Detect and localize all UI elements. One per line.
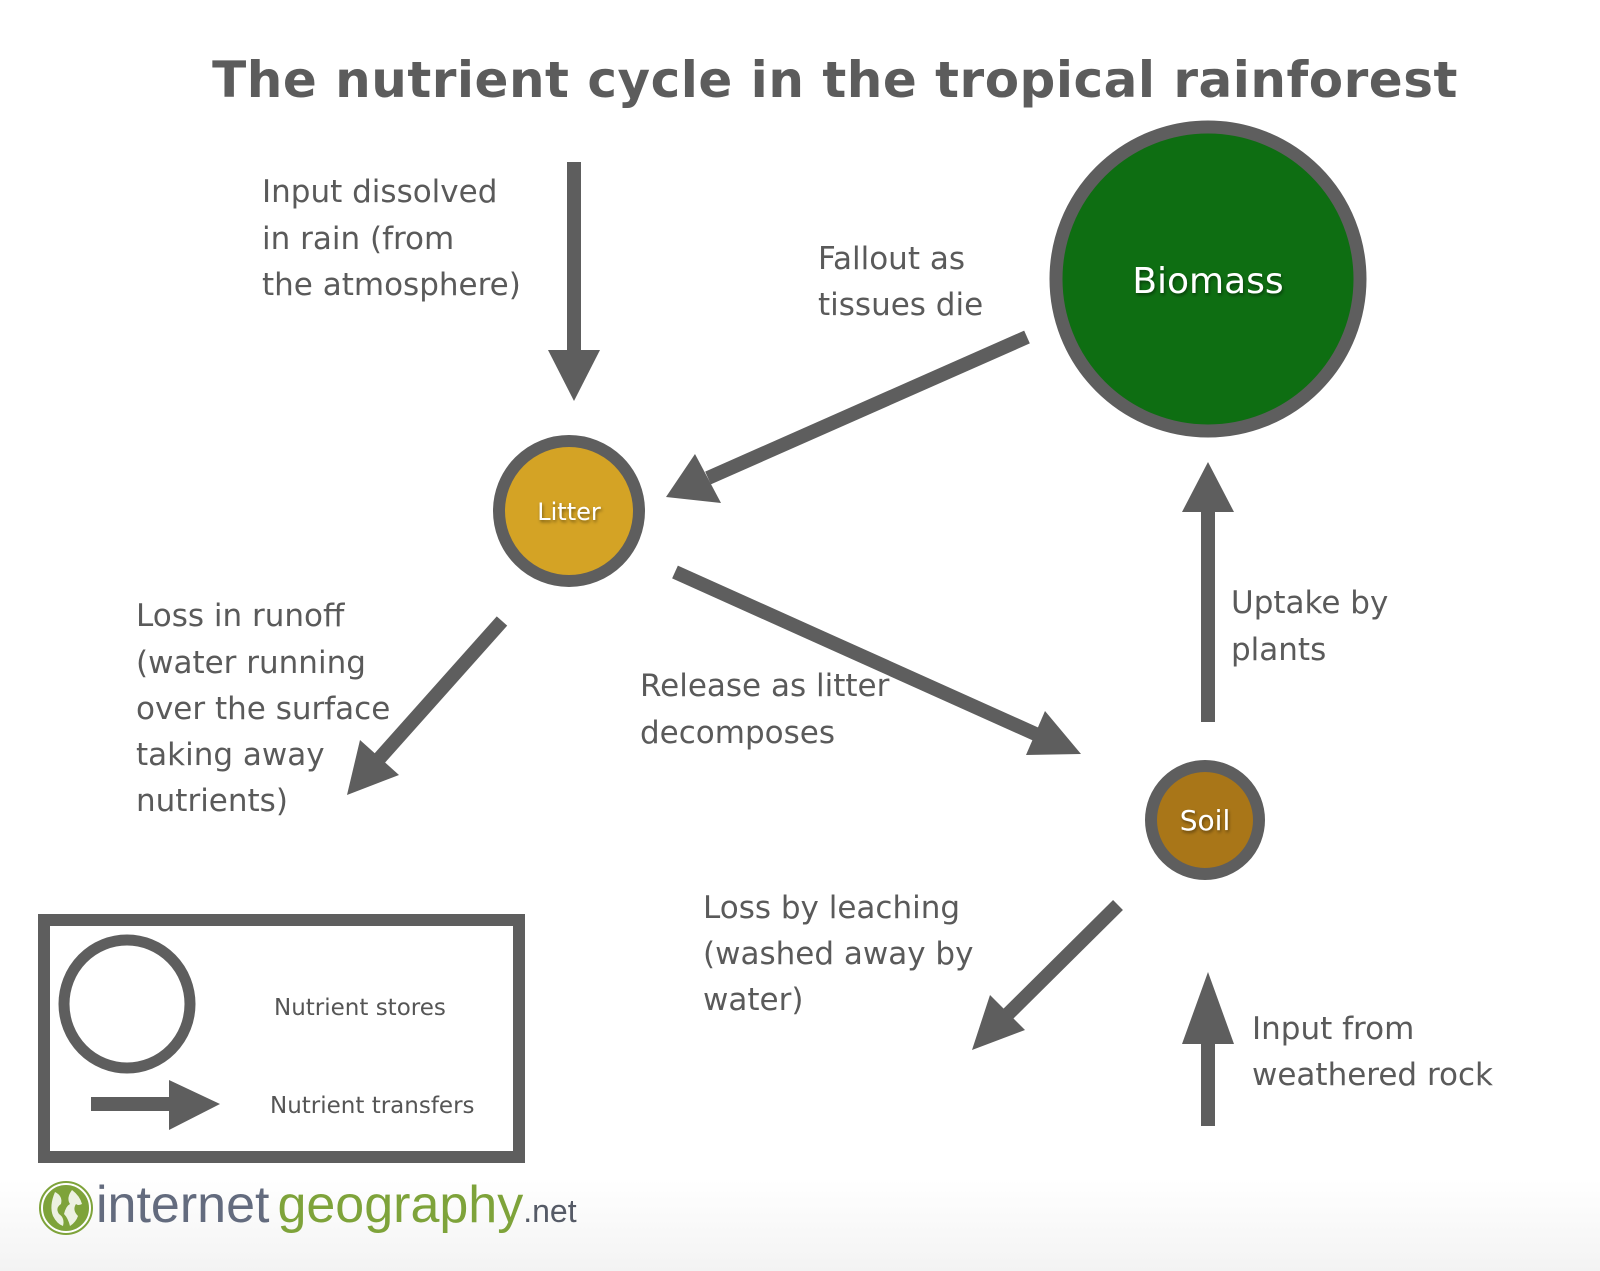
- legend-stores-label: Nutrient stores: [274, 995, 446, 1021]
- globe-icon: [39, 1181, 93, 1235]
- page-title: The nutrient cycle in the tropical rainf…: [212, 51, 1458, 109]
- litter-label: Litter: [537, 498, 601, 526]
- leaching-arrow: [972, 900, 1123, 1050]
- legend: Nutrient stores Nutrient transfers: [38, 914, 525, 1163]
- soil-store: Soil: [1145, 760, 1265, 880]
- weathering-arrow: [1182, 972, 1234, 1126]
- rain-input-label: Input dissolved in rain (from the atmosp…: [262, 174, 521, 303]
- legend-transfers-label: Nutrient transfers: [270, 1093, 475, 1119]
- uptake-label: Uptake by plants: [1231, 585, 1398, 668]
- release-arrow: [672, 565, 1081, 755]
- rain-input-arrow: [548, 162, 600, 401]
- runoff-arrow: [347, 616, 508, 795]
- fallout-arrow: [666, 330, 1030, 503]
- litter-store: Litter: [493, 435, 645, 587]
- logo-net-text: .net: [523, 1193, 576, 1229]
- leaching-label: Loss by leaching (washed away by water): [703, 890, 983, 1018]
- runoff-label: Loss in runoff (water running over the s…: [136, 598, 400, 819]
- fallout-label: Fallout as tissues die: [818, 241, 983, 323]
- biomass-label: Biomass: [1132, 261, 1283, 302]
- legend-transfer-arrow-icon: [91, 1080, 220, 1130]
- logo-geography-text: geography: [277, 1176, 523, 1234]
- biomass-store: Biomass: [1049, 120, 1367, 438]
- soil-label: Soil: [1180, 804, 1230, 837]
- uptake-arrow: [1182, 462, 1234, 722]
- release-label: Release as litter decomposes: [640, 668, 899, 751]
- weathering-label: Input from weathered rock: [1252, 1011, 1493, 1093]
- logo-internet-text: internet: [96, 1176, 270, 1234]
- legend-store-icon: [58, 934, 196, 1074]
